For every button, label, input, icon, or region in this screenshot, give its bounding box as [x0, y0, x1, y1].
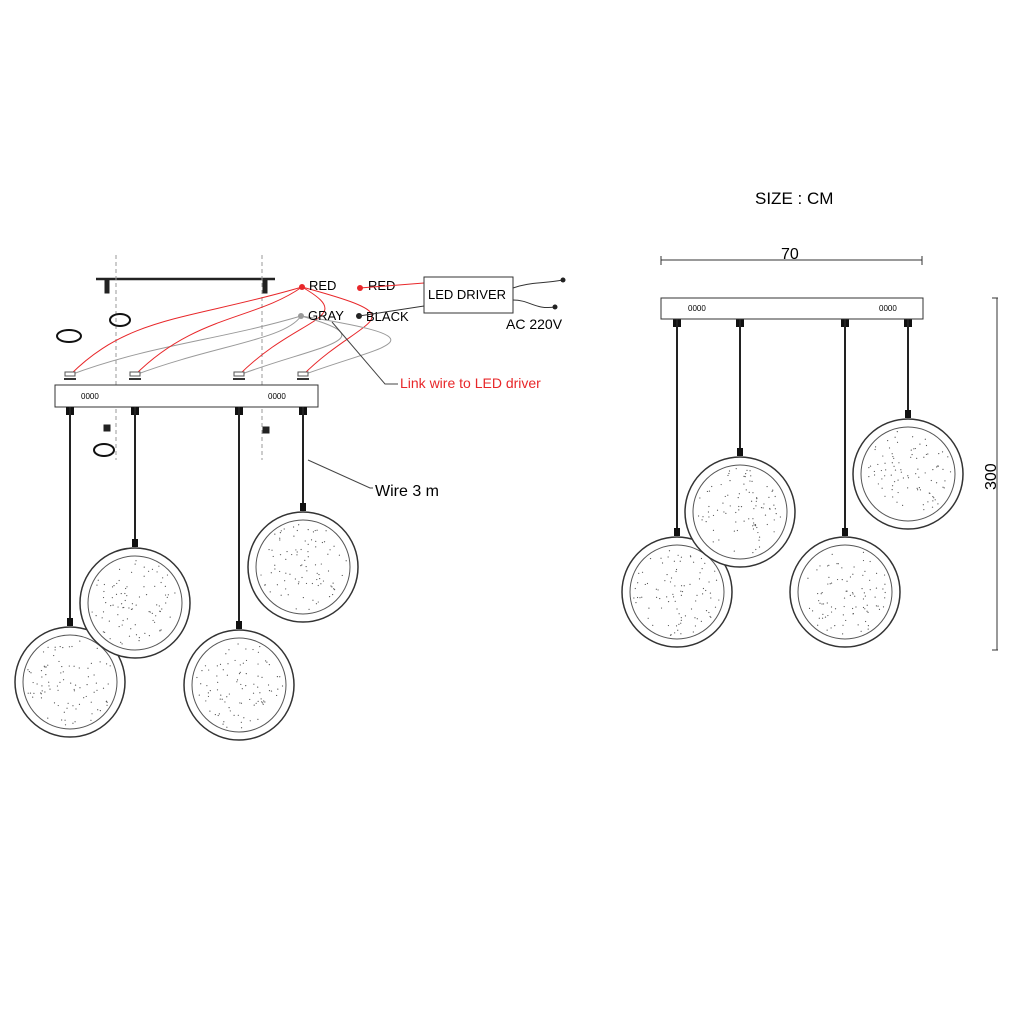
height-value: 300 — [983, 463, 1000, 490]
connection-wires — [64, 286, 392, 380]
wire-length-label: Wire 3 m — [375, 483, 439, 500]
pendant-ring — [183, 407, 295, 741]
gray-label: GRAY — [308, 308, 344, 323]
ac-voltage-label: AC 220V — [506, 316, 563, 332]
rotate-icon — [56, 313, 131, 457]
height-dimension — [992, 297, 998, 651]
canopy-mark: 0000 — [688, 304, 706, 313]
driver-red-label: RED — [368, 278, 395, 293]
width-value: 70 — [781, 246, 799, 263]
driver-black-label: BLACK — [366, 309, 409, 324]
mounting-plate — [96, 255, 275, 460]
pendant-ring — [789, 319, 901, 648]
canopy-right: 0000 0000 — [660, 297, 924, 320]
link-wire-label: Link wire to LED driver — [400, 375, 541, 391]
canopy-mark: 0000 — [879, 304, 897, 313]
canopy-mark: 0000 — [268, 392, 286, 401]
red-terminal — [299, 284, 305, 290]
red-label: RED — [309, 278, 336, 293]
led-driver-box: LED DRIVER — [423, 276, 514, 314]
pendant-ring — [621, 319, 733, 648]
canopy-left: 0000 0000 — [54, 384, 319, 408]
pendant-ring — [14, 407, 126, 738]
pendant-ring — [684, 319, 796, 568]
pendant-ring — [852, 319, 964, 530]
gray-terminal — [298, 313, 304, 319]
canopy-mark: 0000 — [81, 392, 99, 401]
width-dimension — [660, 256, 923, 265]
led-driver-label: LED DRIVER — [428, 287, 506, 302]
size-title: SIZE : CM — [755, 189, 833, 208]
pendant-ring — [79, 407, 191, 659]
pendant-ring — [247, 407, 359, 623]
pendants — [14, 319, 964, 741]
